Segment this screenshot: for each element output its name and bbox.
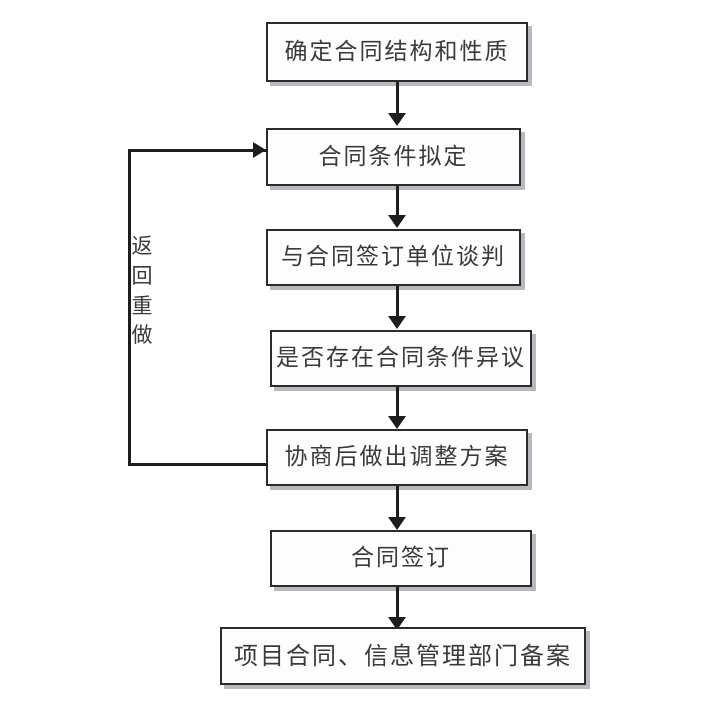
feedback-loop-label-char-4: 做 xyxy=(131,323,153,348)
flow-node-filing-with-contract-info-dept[interactable]: 项目合同、信息管理部门备案 xyxy=(220,627,586,685)
arrowhead-n3-n4 xyxy=(388,316,406,329)
flow-node-label: 项目合同、信息管理部门备案 xyxy=(234,642,572,670)
flow-node-confirm-contract-structure[interactable]: 确定合同结构和性质 xyxy=(266,22,528,82)
connector-n2-n3 xyxy=(396,186,399,218)
feedback-loop-label-char-3: 重 xyxy=(131,293,153,318)
arrowhead-n4-n5 xyxy=(388,416,406,429)
connector-n1-n2 xyxy=(396,82,399,115)
arrowhead-n5-n6 xyxy=(388,517,406,530)
flow-node-label: 是否存在合同条件异议 xyxy=(276,345,526,371)
arrowhead-n1-n2 xyxy=(388,113,406,126)
connector-n5-n6 xyxy=(396,486,399,520)
flow-node-draft-contract-terms[interactable]: 合同条件拟定 xyxy=(266,128,521,186)
flow-node-label: 合同条件拟定 xyxy=(318,143,469,170)
flow-node-label: 合同签订 xyxy=(351,545,451,571)
flow-node-contract-terms-dispute-check[interactable]: 是否存在合同条件异议 xyxy=(270,330,532,387)
flow-node-label: 协商后做出调整方案 xyxy=(284,444,510,470)
feedback-loop-label-char-2: 回 xyxy=(131,263,153,288)
feedback-loop-arrowhead xyxy=(253,142,266,158)
feedback-loop-path xyxy=(128,149,268,466)
flow-node-adjustment-plan-after-negotiation[interactable]: 协商后做出调整方案 xyxy=(266,429,528,486)
flow-node-label: 确定合同结构和性质 xyxy=(284,38,510,65)
arrowhead-n2-n3 xyxy=(388,215,406,228)
feedback-loop-label: 返 回 重 做 xyxy=(124,232,160,351)
connector-n4-n5 xyxy=(396,387,399,420)
flow-node-label: 与合同签订单位谈判 xyxy=(281,244,506,270)
connector-n3-n4 xyxy=(396,286,399,319)
arrowhead-n6-n7 xyxy=(388,617,406,630)
feedback-loop-label-char-1: 返 xyxy=(131,234,153,258)
flow-node-contract-signing[interactable]: 合同签订 xyxy=(270,530,532,587)
connector-n6-n7 xyxy=(396,587,399,619)
flow-node-negotiate-with-signing-party[interactable]: 与合同签订单位谈判 xyxy=(266,229,521,286)
